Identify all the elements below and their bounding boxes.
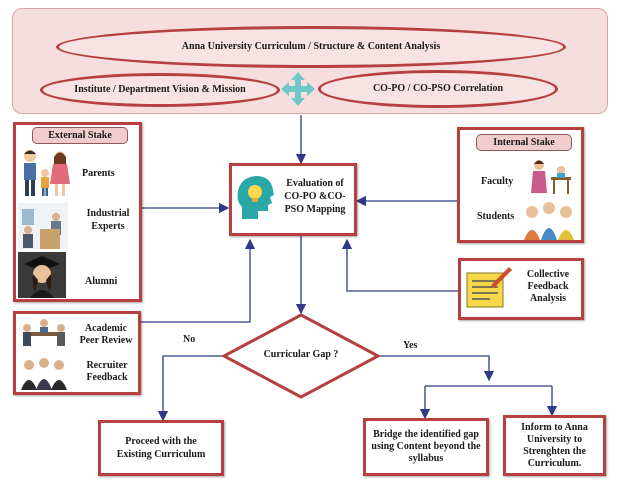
collective-feedback-label: Collective Feedback Analysis: [526, 269, 570, 304]
alumni-icon: [18, 252, 66, 298]
evaluation-label: Evaluation of CO-PO &CO-PSO Mapping: [284, 178, 346, 215]
proceed-box: Proceed with the Existing Curriculum: [98, 420, 224, 476]
no-label: No: [183, 334, 196, 345]
arrow-collective-to-evaluation: [341, 238, 458, 292]
decision-diamond: [221, 313, 381, 399]
head-lightbulb-icon: [237, 176, 274, 219]
four-way-arrow-icon: [281, 72, 315, 106]
external-stake-label: External Stake: [48, 129, 112, 141]
arrow-yes-branch: [374, 355, 495, 382]
faculty-label: Faculty: [481, 176, 514, 187]
yes-label: Yes: [403, 340, 418, 351]
internal-stake-label: Internal Stake: [493, 136, 555, 148]
external-stake-header: External Stake: [32, 127, 128, 144]
curriculum-analysis-label: Anna University Curriculum / Structure &…: [181, 41, 441, 52]
parents-label: Parents: [82, 168, 115, 179]
decision-label: Curricular Gap ?: [263, 349, 339, 360]
inform-box: Inform to Anna University to Strenghten …: [503, 415, 606, 476]
bridge-label: Bridge the identified gap using Content …: [371, 429, 481, 464]
industrial-experts-icon: [18, 203, 68, 249]
recruiter-icon: [21, 358, 67, 390]
students-icon: [524, 202, 574, 240]
arrow-no-branch: [157, 355, 229, 422]
vision-mission-label: Institute / Department Vision & Mission: [74, 84, 246, 95]
internal-stake-header: Internal Stake: [476, 134, 572, 151]
inform-label: Inform to Anna University to Strenghten …: [521, 421, 588, 469]
parents-icon: [24, 150, 70, 196]
students-label: Students: [477, 211, 515, 222]
arrow-peer-to-evaluation: [141, 238, 256, 323]
proceed-label: Proceed with the Existing Curriculum: [116, 436, 206, 460]
feedback-clipboard-icon: [466, 267, 512, 308]
academic-peer-label: Academic Peer Review: [79, 323, 133, 346]
alumni-label: Alumni: [85, 276, 118, 287]
correlation-label: CO-PO / CO-PSO Correlation: [372, 83, 504, 94]
curriculum-analysis-oval: Anna University Curriculum / Structure &…: [56, 26, 566, 68]
peer-review-box: [13, 311, 141, 395]
industrial-experts-label: Industrial Experts: [86, 208, 130, 232]
academic-peer-icon: [23, 319, 65, 346]
faculty-icon: [531, 160, 571, 194]
correlation-oval: CO-PO / CO-PSO Correlation: [318, 70, 558, 108]
vision-mission-oval: Institute / Department Vision & Mission: [40, 73, 280, 107]
bridge-box: Bridge the identified gap using Content …: [363, 418, 489, 476]
recruiter-label: Recruiter Feedback: [86, 360, 128, 383]
